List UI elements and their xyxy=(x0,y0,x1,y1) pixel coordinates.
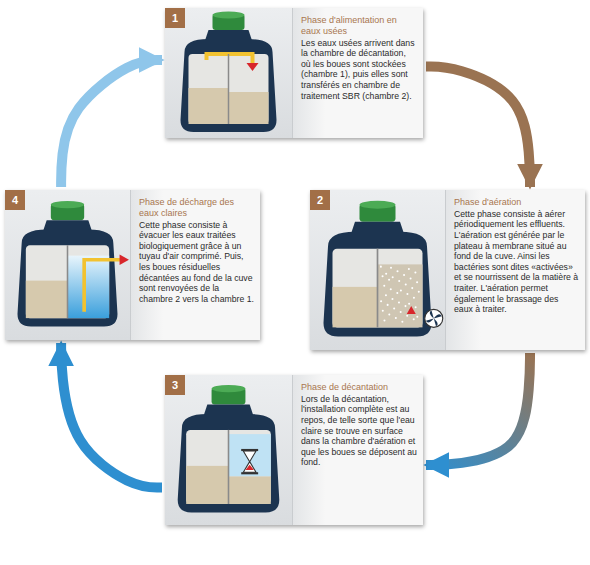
phase-description: Cette phase consiste à aérer périodiquem… xyxy=(454,209,579,315)
cycle-arrow xyxy=(61,343,162,488)
phase-title: Phase d'aération xyxy=(454,197,579,208)
phase-title: Phase de décantation xyxy=(301,382,417,393)
phase-panel: Phase de décharge des eaux clairesCette … xyxy=(5,190,260,340)
cycle-arrow xyxy=(426,67,530,188)
phase-description: Cette phase consiste à évacuer les eaux … xyxy=(139,220,254,305)
callout-number: 1 xyxy=(165,8,185,28)
text-panel: Phase d'alimentation en eaux uséesLes ea… xyxy=(292,8,423,138)
phase-panel: Phase d'alimentation en eaux uséesLes ea… xyxy=(165,8,423,138)
tank-illustration xyxy=(310,190,445,350)
phase-panel: Phase d'aérationCette phase consiste à a… xyxy=(310,190,585,350)
text-panel: Phase d'aérationCette phase consiste à a… xyxy=(445,190,585,350)
tank-illustration xyxy=(165,375,292,525)
text-panel: Phase de décharge des eaux clairesCette … xyxy=(130,190,260,340)
phase-description: Les eaux usées arrivent dans la chambre … xyxy=(301,38,417,102)
phase-title: Phase d'alimentation en eaux usées xyxy=(301,15,417,37)
callout-number: 4 xyxy=(5,190,25,210)
cycle-arrow xyxy=(61,60,162,187)
phase-description: Lors de la décantation, l'installation c… xyxy=(301,394,417,468)
text-panel: Phase de décantationLors de la décantati… xyxy=(292,375,423,525)
callout-number: 2 xyxy=(310,190,330,210)
callout-number: 3 xyxy=(165,375,185,395)
cycle-arrow xyxy=(426,353,530,465)
tank-illustration xyxy=(5,190,130,340)
phase-title: Phase de décharge des eaux claires xyxy=(139,197,254,219)
phase-panel: Phase de décantationLors de la décantati… xyxy=(165,375,423,525)
